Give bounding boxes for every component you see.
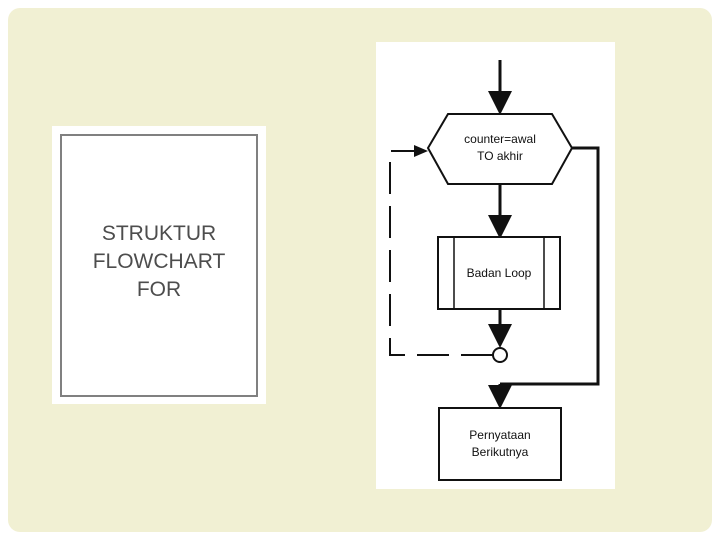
flowchart-diagram: counter=awal TO akhir Badan Loop Pernyat… bbox=[376, 42, 615, 489]
loop-return-dashed-line bbox=[389, 150, 493, 356]
loop-connector-circle bbox=[492, 347, 508, 363]
next-statement-line-2: Berikutnya bbox=[472, 445, 529, 459]
title-line-3: FOR bbox=[136, 278, 182, 301]
title-box: STRUKTUR FLOWCHART FOR bbox=[60, 134, 258, 397]
title-panel: STRUKTUR FLOWCHART FOR bbox=[52, 126, 266, 404]
loop-exit-line bbox=[500, 146, 600, 386]
loop-body-box bbox=[437, 236, 561, 310]
loop-condition-line-2: TO akhir bbox=[477, 149, 523, 163]
next-statement-box bbox=[438, 407, 562, 481]
title-line-1: STRUKTUR bbox=[101, 222, 217, 245]
flowchart-svg: counter=awal TO akhir Badan Loop Pernyat… bbox=[389, 60, 600, 481]
next-statement-line-1: Pernyataan bbox=[469, 428, 530, 442]
title-line-2: FLOWCHART bbox=[92, 250, 226, 273]
loop-condition-hexagon bbox=[426, 113, 574, 185]
loop-body-label: Badan Loop bbox=[467, 266, 532, 280]
loop-return-arrowhead bbox=[414, 145, 428, 157]
slide-title: STRUKTUR FLOWCHART FOR bbox=[62, 220, 256, 304]
loop-condition-line-1: counter=awal bbox=[464, 132, 536, 146]
